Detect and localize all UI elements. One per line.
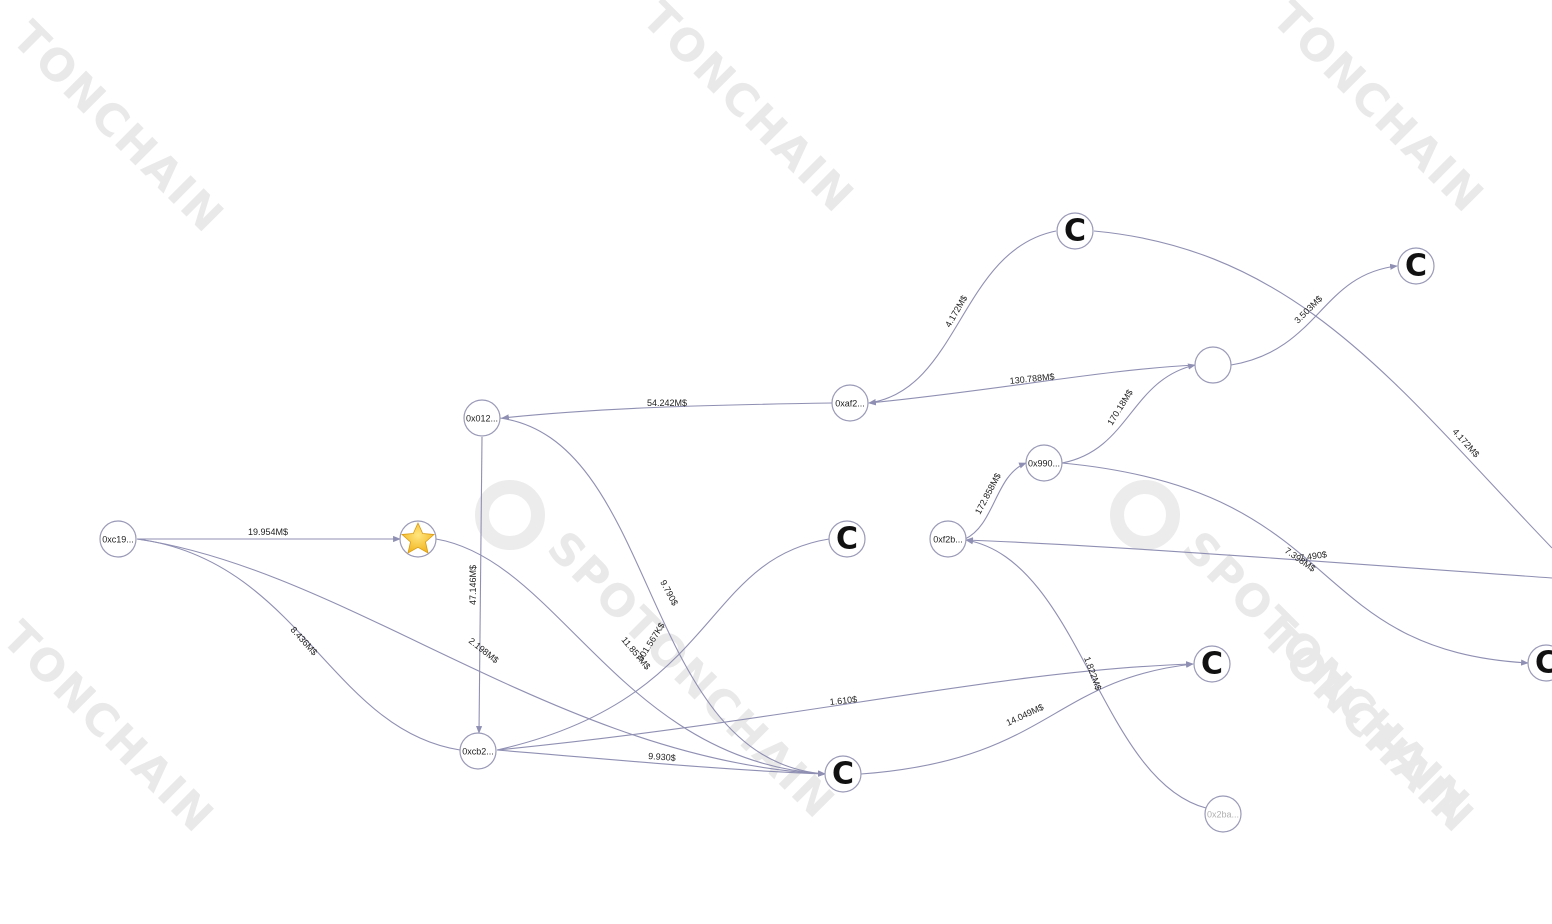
edge-blank-to-c-topright[interactable] — [1230, 263, 1398, 366]
graph-node-entity[interactable]: C — [1527, 644, 1552, 682]
node-address-label: 0xaf2... — [835, 398, 865, 408]
node-address-label: 0xcb2... — [462, 746, 494, 756]
edge-label: 47.146M$ — [468, 565, 478, 605]
edge-xc19-to-c-bottom[interactable] — [136, 538, 826, 777]
edge-label: 14.049M$ — [1005, 702, 1046, 728]
edge-label: 130.788M$ — [1009, 371, 1055, 386]
edge-c-top-to-xaf2[interactable] — [868, 230, 1057, 406]
watermark-text: TONCHAIN — [0, 612, 224, 844]
edges-layer — [136, 230, 1552, 809]
graph-node[interactable]: 0xaf2... — [831, 384, 869, 422]
edge-label: 9.930$ — [648, 751, 676, 763]
star-icon — [401, 522, 435, 554]
graph-node[interactable]: 0xf2b... — [929, 520, 967, 558]
brand-watermark: SPOTONCHAIN SPOTONCHAIN — [475, 480, 1480, 829]
edge-label: 7.490$ — [1299, 549, 1328, 563]
edge-right-to-xf2b[interactable] — [965, 537, 1552, 579]
edge-x2ba-to-xf2b[interactable] — [965, 538, 1207, 809]
graph-node-entity[interactable]: C — [824, 755, 862, 793]
node-address-label: 0x990... — [1028, 458, 1060, 468]
c-entity-icon: C — [1064, 214, 1086, 249]
watermark-text: TONCHAIN — [2, 12, 234, 244]
edge-label: 54.242M$ — [647, 398, 687, 408]
edge-label: 2.198M$ — [467, 636, 501, 665]
edge-c-top-to-right[interactable] — [1093, 230, 1552, 549]
c-entity-icon: C — [1405, 249, 1427, 284]
edge-c-bottom-to-c-right1[interactable] — [860, 661, 1194, 775]
watermark-layer: TONCHAIN TONCHAIN TONCHAIN TONCHAIN TONC… — [0, 0, 1494, 843]
edge-label: 1.610$ — [829, 694, 857, 707]
edge-star-to-c-bottom[interactable] — [435, 538, 826, 777]
nodes-layer: 0xc19... 0x012... 0xcb2... C C 0xaf2... — [99, 212, 1552, 833]
edge-xcb2-to-c-bottom[interactable] — [496, 749, 826, 777]
watermark-text: TONCHAIN — [632, 0, 864, 223]
c-entity-icon: C — [832, 757, 854, 792]
edge-xcb2-to-c-mid[interactable] — [496, 538, 830, 751]
edge-x012-to-c-bottom[interactable] — [499, 417, 826, 777]
edge-label: 8.436M$ — [289, 625, 320, 658]
graph-node-empty[interactable] — [1194, 346, 1232, 384]
edge-xcb2-to-c-right1[interactable] — [496, 661, 1194, 751]
edge-label: 9.790$ — [658, 578, 680, 607]
edge-label: 1.822M$ — [1082, 655, 1103, 691]
edge-x990-to-c-edge[interactable] — [1061, 462, 1529, 666]
graph-node-entity[interactable]: C — [828, 520, 866, 558]
node-address-label: 0xf2b... — [933, 534, 963, 544]
graph-node-entity[interactable]: C — [1056, 212, 1094, 250]
edge-label: 19.954M$ — [248, 527, 288, 537]
edge-x012-to-xcb2[interactable] — [475, 436, 483, 734]
edge-label: 4.172M$ — [1451, 427, 1482, 460]
edge-label: 170.18M$ — [1105, 388, 1135, 427]
c-entity-icon: C — [1201, 647, 1223, 682]
node-address-label: 0x012... — [466, 413, 498, 423]
graph-node-star[interactable] — [399, 520, 437, 558]
watermark-text: TONCHAIN — [1262, 0, 1494, 223]
graph-node-entity[interactable]: C — [1397, 247, 1435, 285]
graph-node[interactable]: 0xc19... — [99, 520, 137, 558]
graph-node-entity[interactable]: C — [1193, 645, 1231, 683]
edge-label: 3.503M$ — [1292, 294, 1324, 326]
c-entity-icon: C — [1535, 646, 1552, 681]
graph-node-faded[interactable]: 0x2ba... — [1204, 795, 1242, 833]
node-address-label: 0x2ba... — [1207, 809, 1239, 819]
edge-xf2b-to-x990[interactable] — [964, 462, 1027, 540]
edge-xaf2-to-x012[interactable] — [501, 402, 833, 421]
graph-node[interactable]: 0x012... — [463, 399, 501, 437]
graph-node[interactable]: 0xcb2... — [459, 732, 497, 770]
graph-node[interactable]: 0x990... — [1025, 444, 1063, 482]
edge-blank-to-xaf2[interactable] — [868, 364, 1196, 406]
edge-xc19-to-xcb2[interactable] — [136, 538, 461, 751]
node-address-label: 0xc19... — [102, 534, 134, 544]
edge-x990-to-blank[interactable] — [1061, 363, 1196, 464]
c-entity-icon: C — [836, 522, 858, 557]
